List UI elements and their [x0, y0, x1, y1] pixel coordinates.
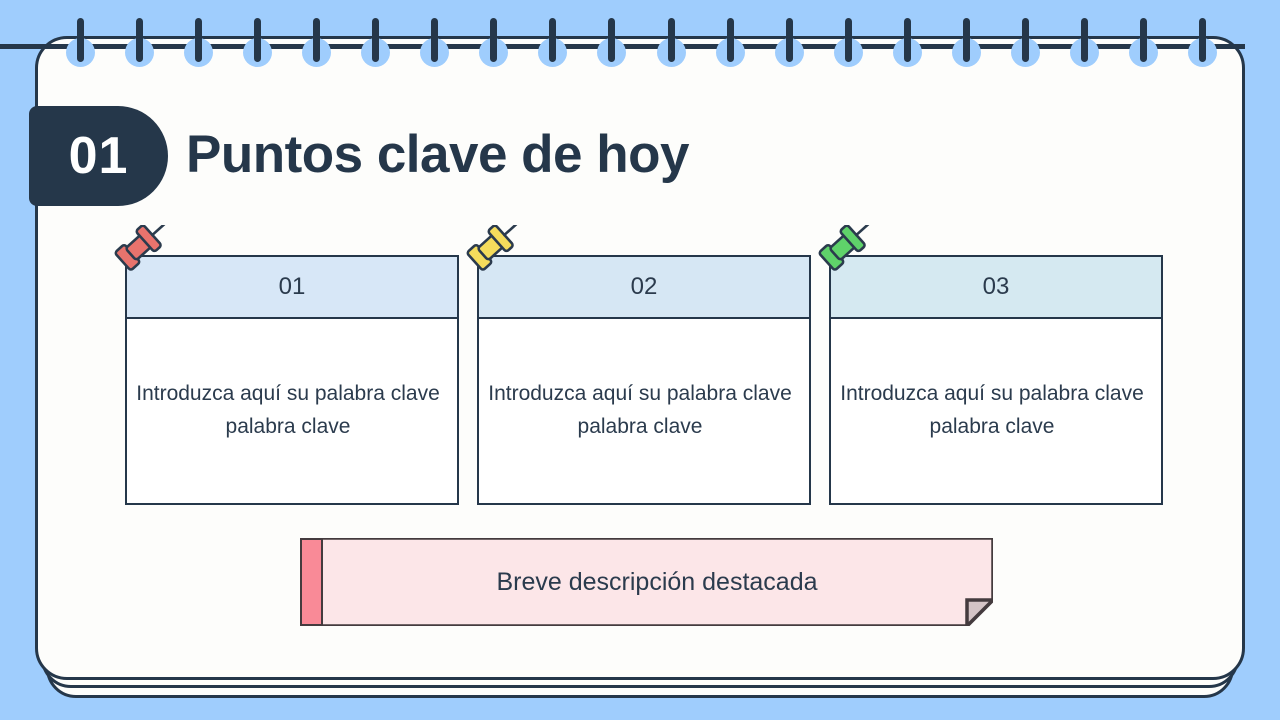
key-point-card-header: 02: [466, 225, 811, 319]
spiral-ring: [184, 18, 214, 67]
key-point-card-number: 03: [982, 273, 1010, 300]
spiral-ring-bar: [785, 18, 793, 62]
key-point-card-body: Introduzca aquí su palabra clave palabra …: [829, 319, 1163, 505]
spiral-ring: [892, 18, 922, 67]
key-point-card-text-line2: palabra clave: [929, 415, 1055, 438]
spiral-ring-bar: [313, 18, 321, 62]
spiral-ring-bar: [372, 18, 380, 62]
spiral-ring: [361, 18, 391, 67]
spiral-ring: [656, 18, 686, 67]
spiral-ring: [66, 18, 95, 67]
key-point-card-text-line2: palabra clave: [225, 415, 351, 438]
spiral-ring: [420, 18, 450, 67]
spiral-ring-bar: [844, 18, 852, 62]
spiral-ring-bar: [195, 18, 203, 62]
spiral-ring-bar: [1199, 18, 1206, 62]
spiral-ring-bar: [136, 18, 144, 62]
key-point-card-text-line1: Introduzca aquí su palabra clave: [136, 382, 440, 406]
spiral-ring-bar: [726, 18, 734, 62]
spiral-ring-bar: [1080, 18, 1088, 62]
spiral-ring-bar: [490, 18, 498, 62]
key-point-card-body: Introduzca aquí su palabra clave palabra …: [125, 319, 459, 505]
key-point-card-text: Introduzca aquí su palabra clave palabra …: [119, 378, 457, 443]
key-point-card-text-line1: Introduzca aquí su palabra clave: [488, 382, 792, 406]
highlight-banner-text: Breve descripción destacada: [496, 567, 818, 596]
section-number-badge: 01: [29, 106, 168, 206]
key-point-card-number: 01: [278, 273, 306, 300]
spiral-ring: [243, 18, 273, 67]
spiral-ring: [951, 18, 981, 67]
key-point-card-text-line1: Introduzca aquí su palabra clave: [840, 382, 1144, 406]
page-title: Puntos clave de hoy: [186, 125, 689, 184]
spiral-ring: [833, 18, 863, 67]
highlight-banner-accent-bar: [300, 538, 323, 626]
banner-shape: [321, 538, 993, 626]
key-point-card-text: Introduzca aquí su palabra clave palabra …: [823, 378, 1161, 443]
spiral-ring-bar: [1021, 18, 1029, 62]
spiral-ring: [125, 18, 155, 67]
spiral-ring-bar: [608, 18, 616, 62]
spiral-ring-bar: [549, 18, 557, 62]
key-point-card-header: 01: [114, 225, 459, 319]
spiral-ring-bar: [431, 18, 439, 62]
section-number-label: 01: [68, 127, 129, 185]
spiral-ring-bar: [962, 18, 970, 62]
spiral-ring: [538, 18, 568, 67]
spiral-ring-bar: [254, 18, 262, 62]
spiral-ring-bar: [667, 18, 675, 62]
spiral-ring: [302, 18, 332, 67]
spiral-ring: [1069, 18, 1099, 67]
highlight-banner-body: Breve descripción destacada: [321, 538, 993, 626]
spiral-ring: [1128, 18, 1158, 67]
key-point-card-header: 03: [818, 225, 1163, 319]
spiral-ring: [1188, 18, 1217, 67]
spiral-ring: [715, 18, 745, 67]
spiral-ring-bar: [1139, 18, 1147, 62]
key-point-card-number: 02: [630, 273, 658, 300]
spiral-ring: [774, 18, 804, 67]
spiral-ring: [479, 18, 509, 67]
key-point-card-body: Introduzca aquí su palabra clave palabra …: [477, 319, 811, 505]
key-point-card-text: Introduzca aquí su palabra clave palabra …: [471, 378, 809, 443]
spiral-ring-bar: [77, 18, 84, 62]
highlight-banner: Breve descripción destacada: [300, 538, 993, 626]
key-point-card-text-line2: palabra clave: [577, 415, 703, 438]
spiral-ring: [1010, 18, 1040, 67]
spiral-ring: [597, 18, 627, 67]
spiral-ring-bar: [903, 18, 911, 62]
